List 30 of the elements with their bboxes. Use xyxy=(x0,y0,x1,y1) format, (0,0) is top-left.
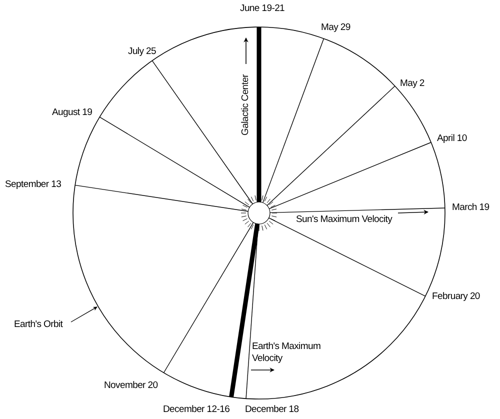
radial-line xyxy=(256,27,262,202)
date-label: August 19 xyxy=(52,107,92,119)
radial-line xyxy=(229,224,260,398)
date-label: July 25 xyxy=(128,46,156,58)
radial-line xyxy=(152,60,254,204)
date-label: April 10 xyxy=(437,133,467,145)
date-label: December 18 xyxy=(245,404,299,416)
date-label: May 29 xyxy=(321,22,350,34)
radial-line xyxy=(99,116,250,208)
radial-line xyxy=(262,38,324,204)
annotation-label: Earth's Maximum Velocity xyxy=(252,341,322,365)
date-label: February 20 xyxy=(432,291,480,303)
radial-line xyxy=(74,184,248,212)
radial-line xyxy=(246,224,259,399)
date-label: June 19-21 xyxy=(240,3,285,15)
orbit-label: Earth's Orbit xyxy=(14,319,63,331)
radial-line xyxy=(268,218,426,297)
radial-line xyxy=(268,142,432,210)
date-label: December 12-16 xyxy=(163,404,230,416)
annotation-label: Galactic Center xyxy=(240,73,252,138)
date-label: September 13 xyxy=(5,179,62,191)
leader-arrow xyxy=(70,306,98,322)
date-label: May 2 xyxy=(400,78,424,90)
radial-line xyxy=(270,208,446,214)
annotation-label: Sun's Maximum Velocity xyxy=(296,214,392,226)
date-label: March 19 xyxy=(452,202,490,214)
sun-drawing xyxy=(240,194,278,232)
radial-line xyxy=(163,222,254,374)
radial-line xyxy=(266,86,396,206)
date-label: November 20 xyxy=(104,380,158,392)
